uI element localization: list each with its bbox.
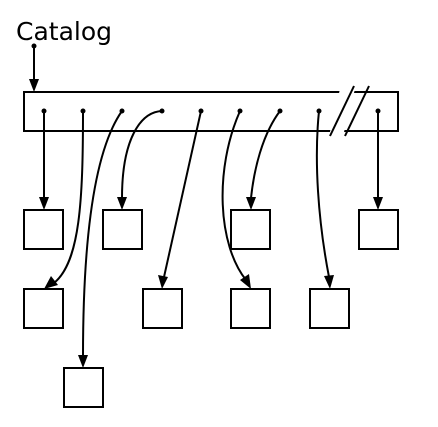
arrowhead-6-icon	[240, 274, 251, 289]
pointer-line-5	[163, 110, 202, 278]
catalog-label: Catalog	[16, 17, 112, 46]
pointer-line-2	[53, 110, 84, 284]
arrowhead-1-icon	[39, 197, 49, 210]
pointer-line-4	[121, 110, 163, 199]
pointers	[39, 108, 383, 368]
arrowhead-8-icon	[324, 275, 334, 289]
target-box-row2-4	[309, 288, 350, 329]
arrowhead-4-icon	[117, 197, 127, 210]
target-box-row1-1	[23, 209, 64, 250]
pointer-line-8	[315, 110, 330, 278]
target-box-row2-3	[230, 288, 271, 329]
break-mark-right	[344, 85, 370, 137]
arrowhead-5-icon	[158, 275, 168, 289]
arrowhead-9-icon	[373, 197, 383, 210]
pointer-line-7	[250, 110, 281, 199]
pointer-array	[23, 85, 399, 137]
target-boxes	[23, 209, 399, 408]
catalog-arrowhead-icon	[29, 79, 39, 92]
break-mark-left	[329, 85, 355, 137]
arrowhead-7-icon	[246, 197, 256, 210]
target-box-row2-1	[23, 288, 64, 329]
arrowhead-2-icon	[44, 276, 58, 289]
pointer-line-6	[221, 110, 247, 281]
target-box-row1-2	[102, 209, 143, 250]
target-box-row2-2	[142, 288, 183, 329]
arrowhead-3-icon	[78, 355, 88, 368]
target-box-row1-4	[358, 209, 399, 250]
target-box-row1-3	[230, 209, 271, 250]
target-box-row3-1	[63, 367, 104, 408]
pointer-line-3	[82, 110, 123, 357]
